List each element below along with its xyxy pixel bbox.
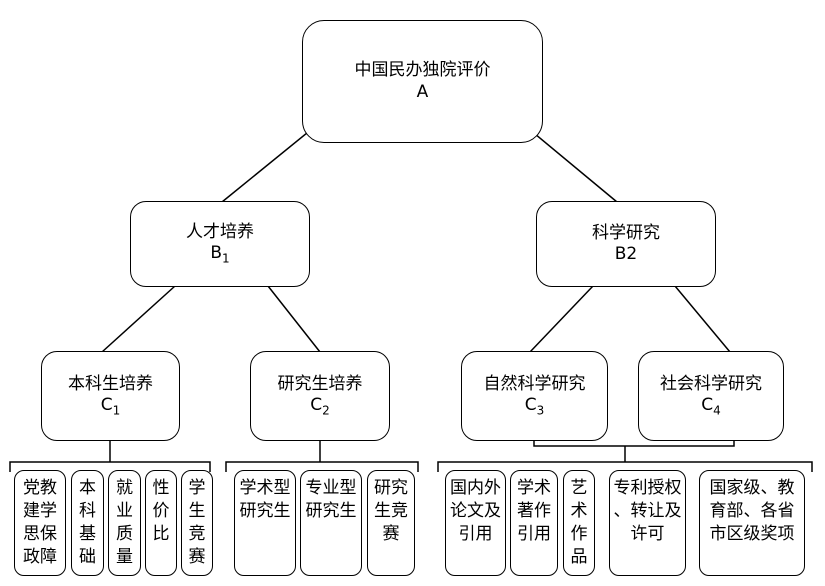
- indicator-grad-competition: 研究 生竞 赛: [367, 470, 415, 576]
- node-c4-title: 社会科学研究: [660, 373, 762, 394]
- node-a-title: 中国民办独院评价: [354, 60, 491, 81]
- node-b2-title: 科学研究: [592, 222, 660, 243]
- edge-b2-c3: [529, 285, 594, 353]
- edge-b2-c4: [674, 285, 731, 353]
- bracket-c1: [9, 440, 211, 472]
- edge-a-b2: [522, 123, 618, 203]
- node-c4-code: C4: [701, 394, 721, 418]
- edge-b1-c2: [267, 285, 321, 353]
- indicator-monograph-citations: 学术 著作 引用: [510, 470, 558, 576]
- node-c2-code: C2: [310, 394, 330, 418]
- indicator-academic-grad: 学术型 研究生: [234, 470, 296, 576]
- indicator-patents: 专利授权 、转让及 许可: [609, 470, 686, 576]
- node-b1-title: 人才培养: [186, 221, 254, 242]
- node-c1: 本科生培养 C1: [41, 351, 180, 441]
- indicator-awards: 国家级、教 育部、各省 市区级奖项: [699, 470, 805, 576]
- edge-a-b1: [221, 123, 319, 203]
- node-b2-code: B2: [614, 244, 638, 264]
- indicator-papers-citations: 国内外 论文及 引用: [445, 470, 506, 576]
- indicator-art-works: 艺 术 作 品: [563, 470, 595, 576]
- node-a-code: A: [416, 81, 429, 102]
- node-b1: 人才培养 B1: [130, 201, 310, 287]
- node-c3: 自然科学研究 C3: [461, 351, 608, 441]
- indicator-professional-grad: 专业型 研究生: [300, 470, 362, 576]
- node-a: 中国民办独院评价 A: [302, 20, 543, 143]
- node-c1-title: 本科生培养: [68, 373, 153, 394]
- node-c2: 研究生培养 C2: [250, 351, 390, 441]
- node-c2-title: 研究生培养: [277, 373, 363, 394]
- node-c3-code: C3: [524, 394, 545, 418]
- indicator-student-competition: 学 生 竞 赛: [181, 470, 213, 576]
- bracket-c2: [225, 440, 419, 472]
- node-c4: 社会科学研究 C4: [638, 351, 784, 441]
- indicator-party-education: 党教 建学 思保 政障: [14, 470, 66, 576]
- node-c3-title: 自然科学研究: [483, 373, 586, 394]
- node-b2: 科学研究 B2: [536, 201, 716, 287]
- node-c1-code: C1: [100, 394, 121, 418]
- indicator-cost-performance: 性 价 比: [145, 470, 177, 576]
- edge-b1-c1: [101, 285, 176, 353]
- indicator-undergrad-foundation: 本 科 基 础: [71, 470, 104, 576]
- node-b1-code: B1: [210, 242, 230, 266]
- bracket-c34: [437, 440, 813, 472]
- indicator-employment-quality: 就 业 质 量: [108, 470, 141, 576]
